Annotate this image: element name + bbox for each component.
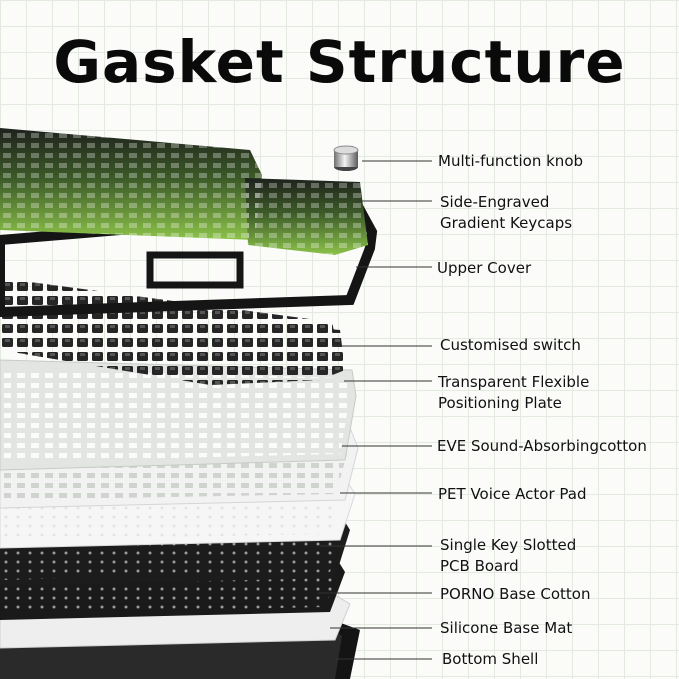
label-switch: Customised switch bbox=[440, 336, 581, 354]
knob-icon bbox=[333, 145, 359, 171]
label-eve-cotton: EVE Sound-Absorbingcotton bbox=[437, 437, 647, 455]
label-base-cotton: PORNO Base Cotton bbox=[440, 585, 591, 603]
label-silicone-mat: Silicone Base Mat bbox=[440, 619, 573, 637]
label-knob: Multi-function knob bbox=[438, 152, 584, 170]
page-title: Gasket Structure bbox=[53, 28, 626, 96]
label-pet-pad: PET Voice Actor Pad bbox=[438, 485, 587, 503]
label-upper-cover: Upper Cover bbox=[437, 259, 532, 277]
keycaps-layer bbox=[0, 128, 368, 255]
label-bottom-shell: Bottom Shell bbox=[442, 650, 539, 668]
positioning-plate bbox=[0, 359, 357, 471]
